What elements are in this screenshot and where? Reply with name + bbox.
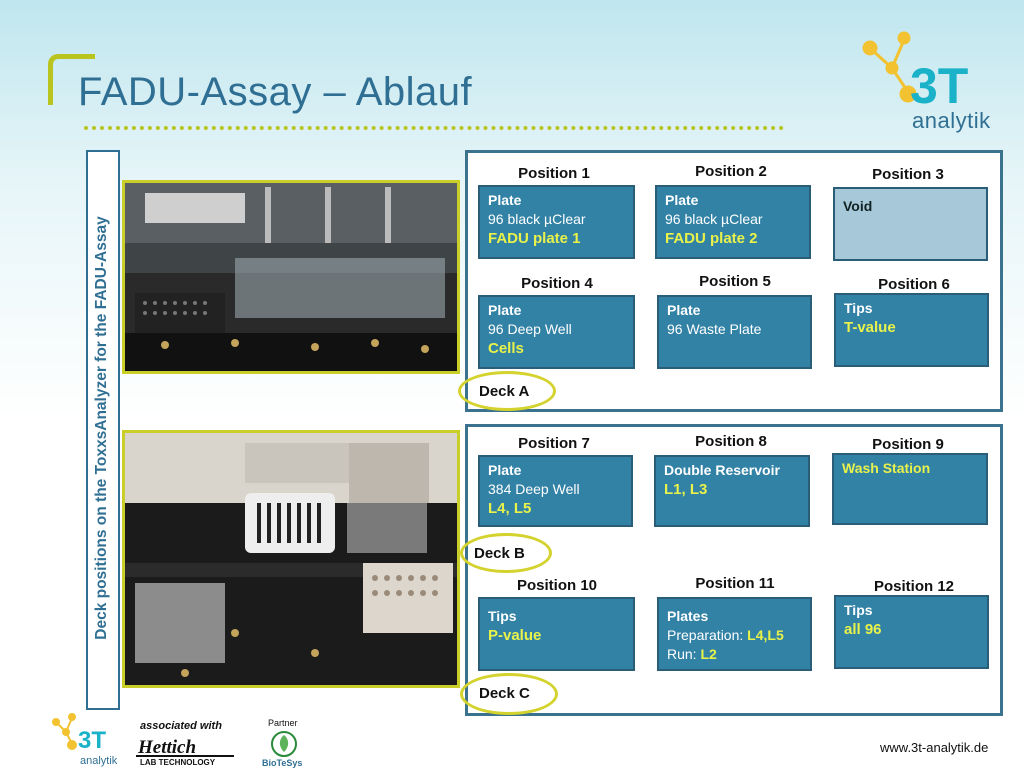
deck-c-name: Deck C <box>479 685 530 702</box>
website-url[interactable]: www.3t-analytik.de <box>880 740 989 755</box>
side-label: Deck positions on the ToxxsAnalyzer for … <box>93 216 110 640</box>
photo-deck-a <box>122 180 460 374</box>
position-6-label: Position 6 <box>878 276 950 293</box>
position-4-box[interactable]: Plate 96 Deep Well Cells <box>478 295 635 369</box>
deck-c-highlight-ellipse <box>460 673 558 715</box>
position-4-line3: Cells <box>488 340 524 357</box>
position-6-box[interactable]: Tips T-value <box>834 293 989 367</box>
associated-with-label: associated with <box>140 720 222 732</box>
position-8-line1: Double Reservoir <box>664 462 780 478</box>
position-12-line3: all 96 <box>844 621 882 638</box>
position-3-label: Position 3 <box>872 166 944 183</box>
footer-logo-mark-text: 3T <box>78 727 106 754</box>
position-7-label: Position 7 <box>518 435 590 452</box>
hettich-logo-subtext: LAB TECHNOLOGY <box>140 758 216 766</box>
position-11-line2: Preparation: L4,L5 <box>667 626 802 645</box>
partner-label: Partner <box>268 718 298 728</box>
position-7-line3: L4, L5 <box>488 500 532 517</box>
side-label-frame <box>86 150 120 710</box>
biotesys-label: BioTeSys <box>262 758 303 768</box>
position-5-line1: Plate <box>667 302 701 318</box>
position-9-line3: Wash Station <box>842 460 931 476</box>
position-2-line3: FADU plate 2 <box>665 230 758 247</box>
position-8-label: Position 8 <box>695 433 767 450</box>
position-11-line2-highlight: L4,L5 <box>747 627 784 643</box>
position-2-label: Position 2 <box>695 163 767 180</box>
position-12-box[interactable]: Tips all 96 <box>834 595 989 669</box>
position-3-line1: Void <box>843 198 873 214</box>
position-6-line3: T-value <box>844 319 896 336</box>
position-11-line1: Plates <box>667 608 709 624</box>
position-6-line1: Tips <box>844 300 873 316</box>
position-3-box[interactable]: Void <box>833 187 988 261</box>
position-10-label: Position 10 <box>516 577 598 594</box>
title-dotted-underline <box>84 126 784 130</box>
position-1-line2: 96 black µClear <box>488 211 586 227</box>
position-1-line3: FADU plate 1 <box>488 230 581 247</box>
position-11-line3-highlight: L2 <box>700 646 717 662</box>
position-4-line2: 96 Deep Well <box>488 321 572 337</box>
position-2-box[interactable]: Plate 96 black µClear FADU plate 2 <box>655 185 811 259</box>
position-5-line2: 96 Waste Plate <box>667 321 762 337</box>
position-5-box[interactable]: Plate 96 Waste Plate <box>657 295 812 369</box>
position-12-label: Position 12 <box>873 578 955 595</box>
position-10-line3: P-value <box>488 627 542 644</box>
position-7-box[interactable]: Plate 384 Deep Well L4, L5 <box>478 455 633 527</box>
footer-logo-subtext: analytik <box>80 755 118 767</box>
position-7-line2: 384 Deep Well <box>488 481 580 497</box>
position-1-box[interactable]: Plate 96 black µClear FADU plate 1 <box>478 185 635 259</box>
position-12-line1: Tips <box>844 602 873 618</box>
page-title: FADU-Assay – Ablauf <box>78 70 473 114</box>
position-4-line1: Plate <box>488 302 522 318</box>
deck-a-highlight-ellipse <box>458 371 556 411</box>
logo-mark-text: 3T <box>910 58 968 114</box>
position-11-label: Position 11 <box>695 575 775 592</box>
position-9-box[interactable]: Wash Station <box>832 453 988 525</box>
footer-3t-logo: 3T analytik <box>52 713 118 767</box>
position-1-label: Position 1 <box>518 165 590 182</box>
position-8-box[interactable]: Double Reservoir L1, L3 <box>654 455 810 527</box>
position-2-line1: Plate <box>665 192 699 208</box>
position-11-line3: Run: L2 <box>667 645 802 664</box>
position-7-line1: Plate <box>488 462 522 478</box>
photo-deck-a-illustration <box>125 183 457 371</box>
biotesys-leaf-icon <box>271 731 297 757</box>
position-9-label: Position 9 <box>872 436 944 453</box>
photo-deck-b-c <box>122 430 460 688</box>
position-10-box[interactable]: Tips P-value <box>478 597 635 671</box>
deck-b-name: Deck B <box>474 545 525 562</box>
photo-deck-b-c-illustration <box>125 433 457 685</box>
hettich-logo: Hettich LAB TECHNOLOGY <box>136 737 234 766</box>
position-11-line2-text: Preparation: <box>667 627 748 643</box>
deck-b-c-panel: Position 7 Position 8 Position 9 Plate 3… <box>460 424 1003 716</box>
position-4-label: Position 4 <box>521 275 593 292</box>
position-5-label: Position 5 <box>699 273 771 290</box>
position-8-line3: L1, L3 <box>664 481 708 498</box>
3t-analytik-logo: 3T <box>862 31 968 114</box>
deck-b-highlight-ellipse <box>460 533 552 573</box>
deck-a-panel: Position 1 Position 2 Position 3 Plate 9… <box>458 150 1003 412</box>
position-2-line2: 96 black µClear <box>665 211 763 227</box>
position-1-line1: Plate <box>488 192 522 208</box>
logo-subtext: analytik <box>912 108 991 133</box>
position-10-line1: Tips <box>488 608 517 624</box>
hettich-logo-text: Hettich <box>137 737 196 758</box>
deck-a-name: Deck A <box>479 383 530 400</box>
position-11-box[interactable]: Plates Preparation: L4,L5 Run: L2 <box>657 597 812 671</box>
title-bracket-decoration <box>48 54 95 105</box>
position-11-line3-text: Run: <box>667 646 701 662</box>
